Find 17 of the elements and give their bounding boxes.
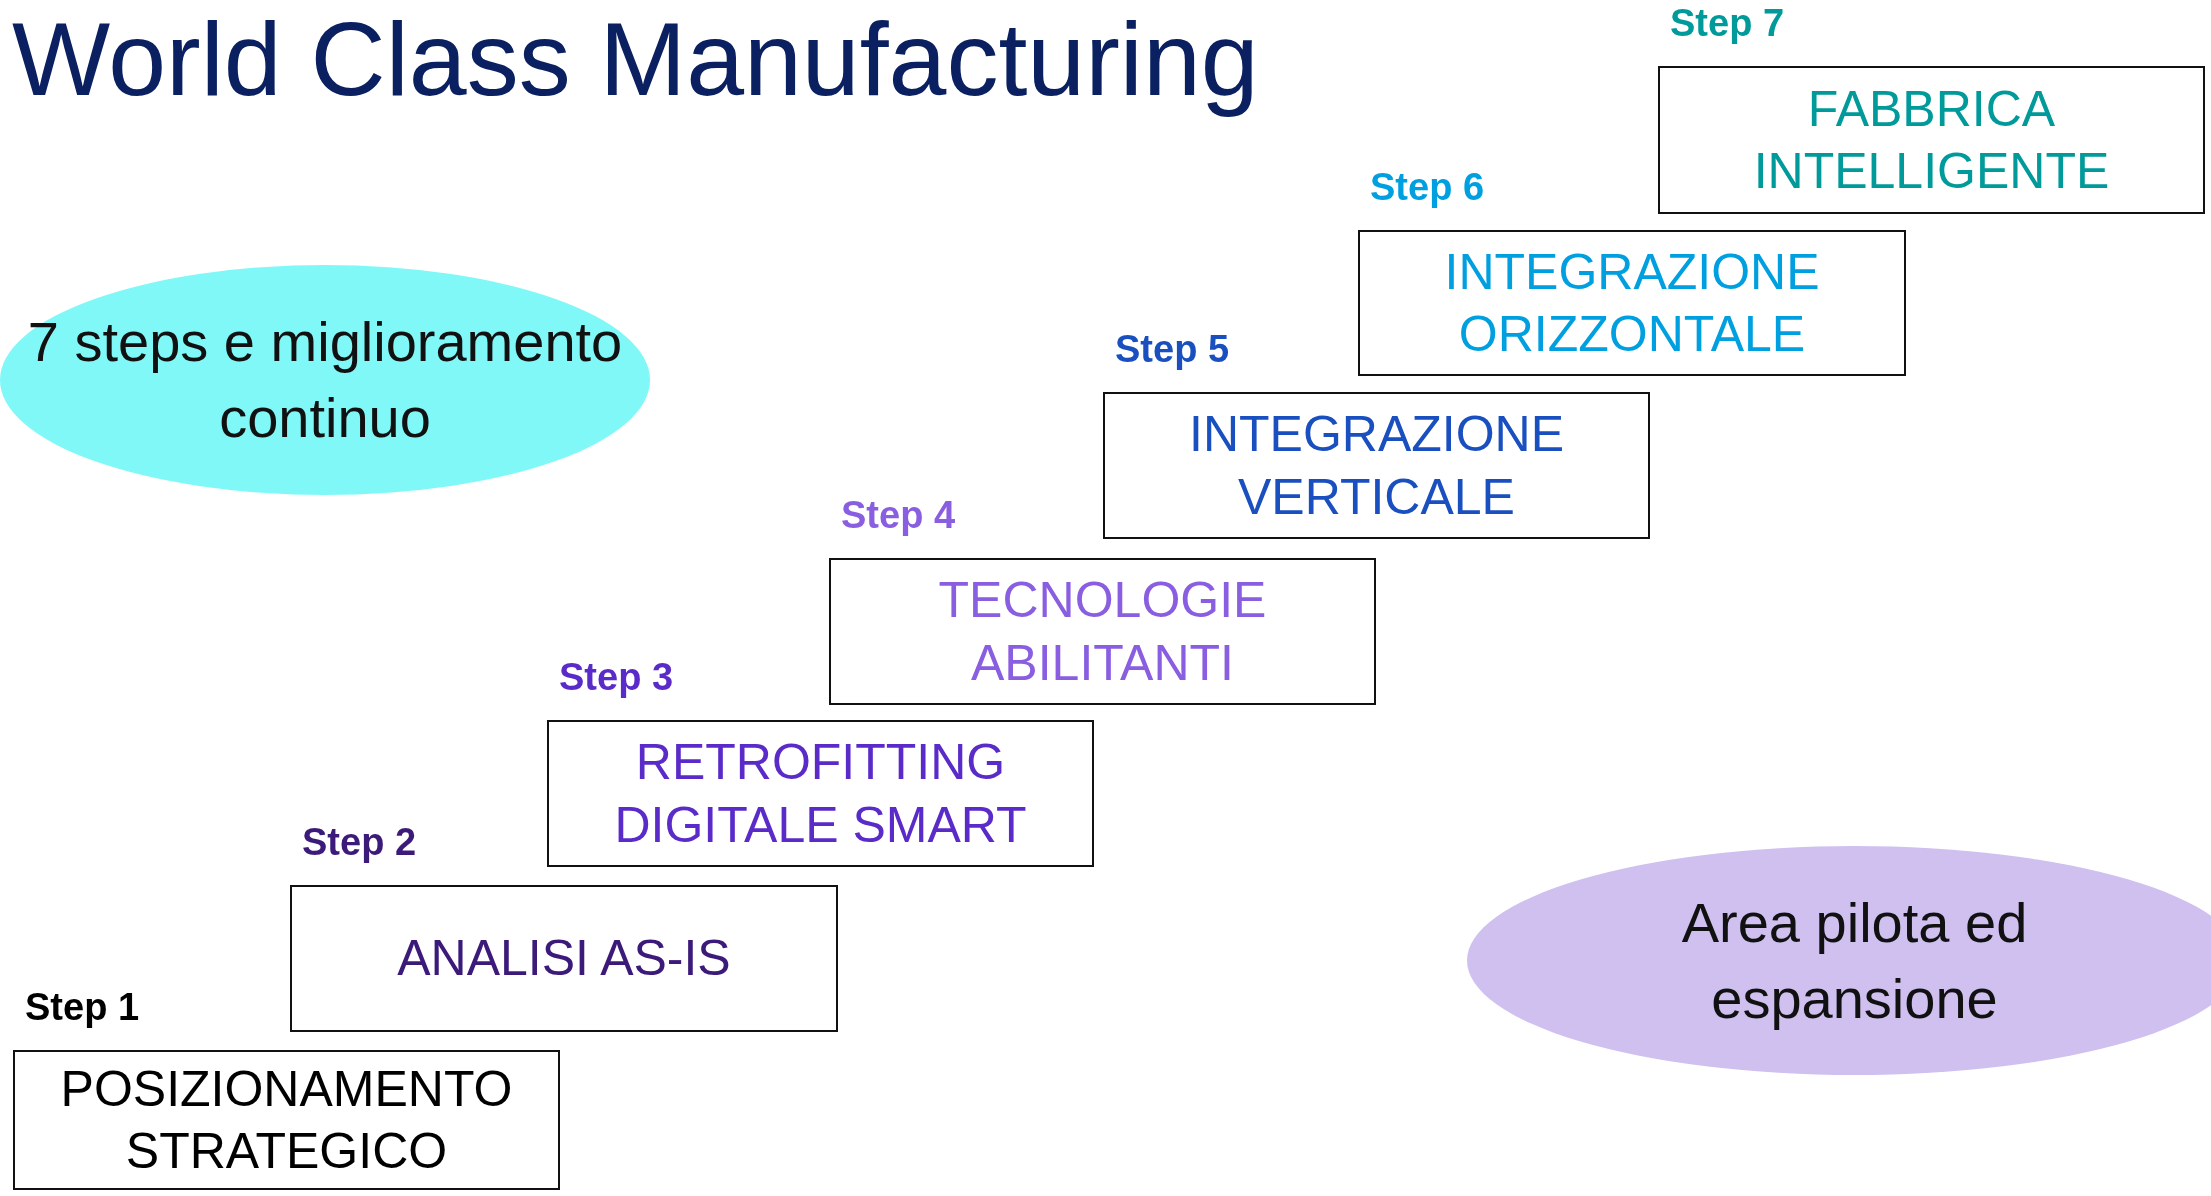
step-title: INTEGRAZIONE VERTICALE	[1188, 405, 1565, 527]
step-label: Step 3	[559, 656, 674, 699]
step-label: Step 5	[1115, 328, 1230, 371]
step-label: Step 2	[302, 821, 417, 864]
step-label: Step 4	[841, 494, 956, 537]
step-title: FABBRICA INTELLIGENTE	[1752, 79, 2111, 201]
ellipse-text: Area pilota ed espansione	[1680, 889, 2029, 1032]
title: World Class Manufacturing	[12, 2, 1259, 117]
step-label: Step 7	[1670, 2, 1785, 45]
step-label: Step 1	[25, 986, 140, 1029]
ellipse-text: 7 steps e miglioramento continuo	[26, 309, 624, 451]
step-title: TECNOLOGIE ABILITANTI	[937, 571, 1268, 693]
step-title: ANALISI AS-IS	[397, 929, 731, 989]
step-title: POSIZIONAMENTO STRATEGICO	[59, 1059, 514, 1181]
step-title: INTEGRAZIONE ORIZZONTALE	[1443, 242, 1821, 364]
step-title: RETROFITTING DIGITALE SMART	[613, 733, 1028, 855]
step-label: Step 6	[1370, 166, 1485, 209]
